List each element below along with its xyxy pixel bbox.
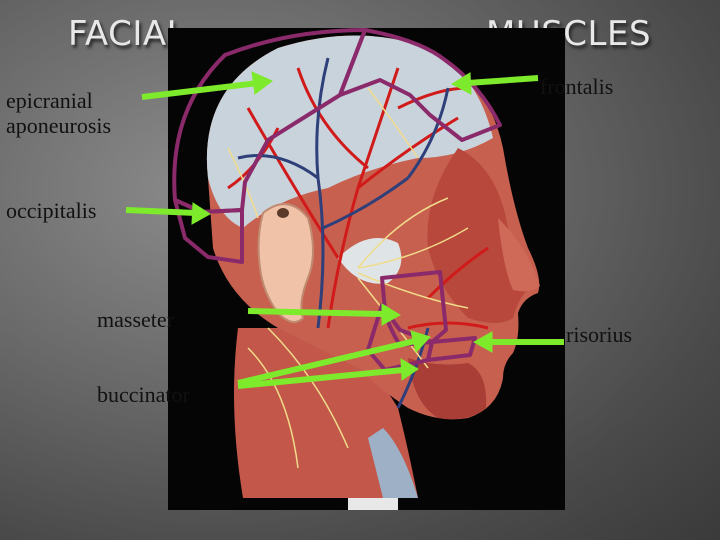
label-epicranial-aponeurosis: epicranial aponeurosis: [6, 88, 111, 138]
nose: [498, 218, 540, 292]
ear-canal: [277, 208, 289, 218]
label-occipitalis: occipitalis: [6, 198, 97, 223]
label-epicranial-line1: epicranial: [6, 88, 93, 113]
head-model-image: [168, 28, 565, 510]
trachea: [368, 428, 418, 498]
label-frontalis: frontalis: [540, 74, 614, 99]
jaw-muscle: [408, 358, 487, 420]
label-buccinator: buccinator: [97, 382, 190, 407]
label-masseter: masseter: [97, 307, 174, 332]
model-stand: [348, 498, 398, 510]
ear: [257, 203, 314, 323]
title-facial: FACIAL: [68, 14, 187, 54]
label-epicranial-line2: aponeurosis: [6, 113, 112, 138]
label-risorius: risorius: [566, 322, 632, 347]
face-muscle: [427, 148, 533, 323]
